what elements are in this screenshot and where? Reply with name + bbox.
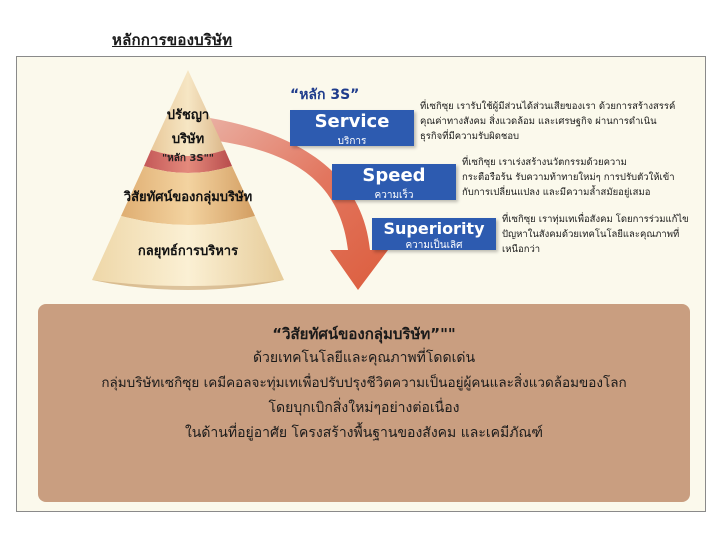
speed-description: ที่เซกิซุย เราเร่งสร้างนวัตกรรมด้วยความ …	[462, 157, 675, 198]
pyramid-band-3s	[144, 150, 232, 173]
pyramid-level-top	[151, 70, 225, 156]
speed-box: Speed ความเร็ว	[332, 164, 456, 201]
vision-title: “วิสัยทัศน์ของกลุ่มบริษัท”""	[272, 325, 456, 343]
service-box: Service บริการ	[290, 110, 414, 147]
superiority-thai-label: ความเป็นเลิศ	[405, 240, 463, 251]
pyramid-level-mid	[121, 166, 255, 225]
vision-line: กลุ่มบริษัทเซกิซุย เคมีคอลจะทุ่มเทเพื่อป…	[101, 375, 627, 391]
service-label: Service	[314, 111, 390, 132]
vision-line: โดยบุกเบิกสิ่งใหม่ๆอย่างต่อเนื่อง	[268, 400, 460, 416]
three-s-heading: “หลัก 3S”	[290, 87, 360, 103]
vision-line: ด้วยเทคโนโลยีและคุณภาพที่โดดเด่น	[252, 350, 476, 366]
vision-line: ในด้านที่อยู่อาศัย โครงสร้างพื้นฐานของสั…	[184, 425, 544, 441]
vision-box: “วิสัยทัศน์ของกลุ่มบริษัท”"" ด้วยเทคโนโล…	[38, 304, 690, 502]
pyramid-level-base	[92, 216, 284, 290]
pyramid-label-vision: วิสัยทัศน์ของกลุ่มบริษัท	[123, 190, 253, 205]
pyramid-label-philosophy: ปรัชญา บริษัท	[166, 108, 210, 147]
superiority-label: Superiority	[383, 219, 485, 238]
speed-thai-label: ความเร็ว	[374, 190, 414, 201]
pyramid-label-strategy: กลยุทธ์การบริหาร	[137, 244, 239, 259]
superiority-description: ที่เซกิซุย เราทุ่มเทเพื่อสังคม โดยการร่ว…	[502, 214, 689, 255]
speed-label: Speed	[362, 165, 426, 186]
pyramid-shadow	[92, 280, 284, 290]
flow-arrow	[210, 118, 388, 290]
page-title: หลักการของบริษัท	[112, 31, 233, 49]
superiority-box: Superiority ความเป็นเลิศ	[372, 218, 496, 251]
pyramid-label-3s: "หลัก 3S""	[161, 153, 215, 164]
service-description: ที่เซกิซุย เรารับใช้ผู้มีส่วนได้ส่วนเสีย…	[420, 101, 676, 142]
service-thai-label: บริการ	[337, 136, 367, 147]
